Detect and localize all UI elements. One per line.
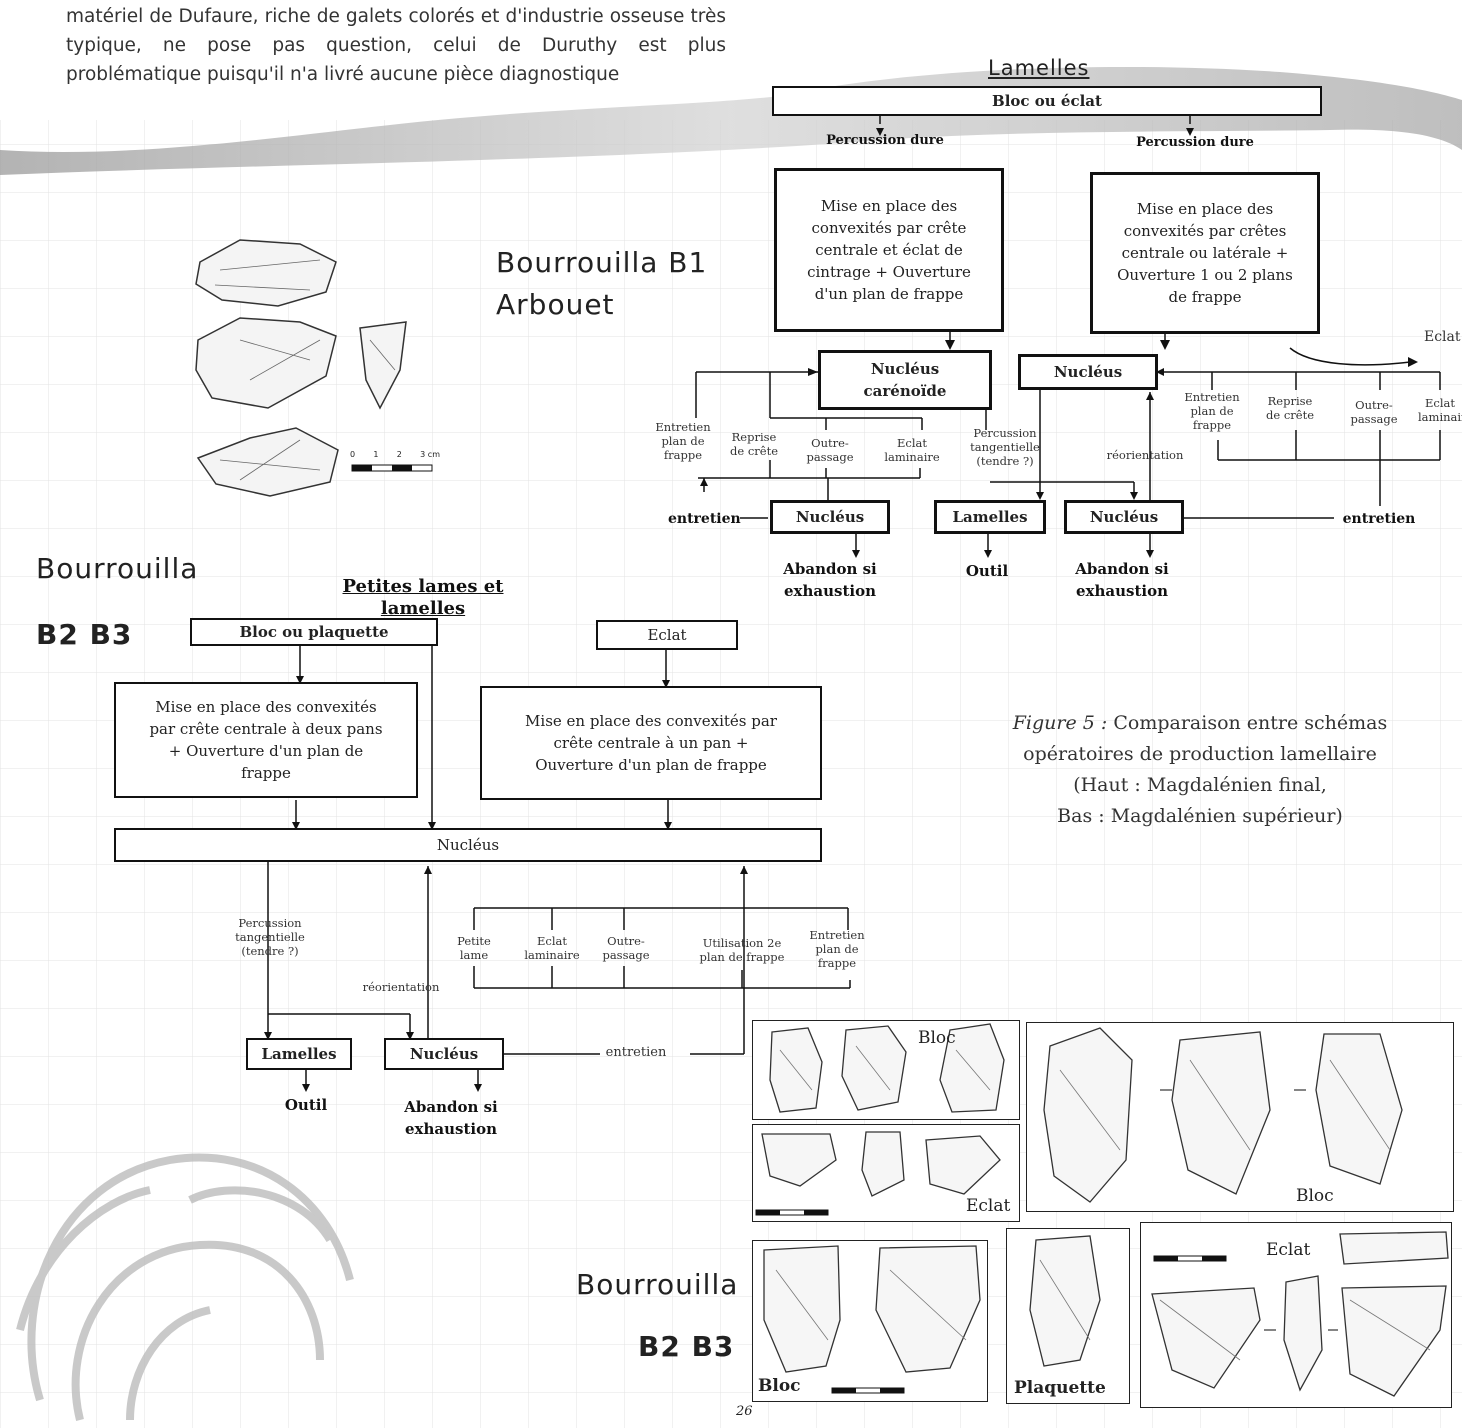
bottom-right-process-box: Mise en place des convexités par crête c… <box>480 686 822 800</box>
panel-label-eclat-1: Eclat <box>966 1196 1011 1216</box>
bottom-percussion-tangentielle: Percussion tangentielle (tendre ?) <box>235 916 305 958</box>
bottom-abandon: Abandon si exhaustion <box>404 1098 498 1138</box>
panel-label-bloc-3: Bloc <box>758 1376 801 1396</box>
top-percussion-tangentielle: Percussion tangentielle (tendre ?) <box>970 426 1040 468</box>
bottom-nucleus-bar: Nucléus <box>114 828 822 862</box>
bottom-maint-1: Petite lame <box>457 934 491 962</box>
top-entretien-left: entretien <box>668 511 741 527</box>
top-reorientation: réorientation <box>1106 448 1184 462</box>
bottom-outil: Outil <box>284 1096 328 1114</box>
panel-label-bloc-2: Bloc <box>1296 1186 1334 1206</box>
bottom-maint-5: Entretien plan de frappe <box>809 928 865 970</box>
top-abandon-right: Abandon si exhaustion <box>1075 560 1169 600</box>
bottom-start-right: Eclat <box>596 620 738 650</box>
top-percussion-right: Percussion dure <box>1136 135 1254 150</box>
bottom-nucleus-box: Nucléus <box>384 1038 504 1070</box>
top-left-maint-1: Entretien plan de frappe <box>655 420 711 462</box>
top-left-maint-4: Eclat laminaire <box>884 436 940 464</box>
top-right-maint-4: Eclat laminaire <box>1418 396 1462 424</box>
bottom-entretien: entretien <box>605 1045 667 1060</box>
top-percussion-left: Percussion dure <box>826 133 944 148</box>
top-outil: Outil <box>965 562 1009 580</box>
handwritten-arbouet: Arbouet <box>496 288 615 321</box>
top-right-process-box: Mise en place des convexités par crêtes … <box>1090 172 1320 334</box>
handwritten-bourrouilla-2: Bourrouilla <box>576 1268 739 1301</box>
bottom-maint-3: Outre-passage <box>602 934 650 962</box>
caption-line-4: Bas : Magdalénien supérieur) <box>1057 805 1343 827</box>
bottom-lamelles-box: Lamelles <box>246 1038 352 1070</box>
artifact-drawing-2 <box>195 317 337 409</box>
top-nucleus-bottom-right: Nucléus <box>1064 500 1184 534</box>
handwritten-bourrouilla: Bourrouilla <box>36 552 199 585</box>
top-nucleus-bottom-left: Nucléus <box>770 500 890 534</box>
panel-label-bloc-1: Bloc <box>918 1028 956 1048</box>
caption-line-1: Comparaison entre schémas <box>1113 712 1388 734</box>
top-right-maint-1: Entretien plan de frappe <box>1184 390 1240 432</box>
top-start-box: Bloc ou éclat <box>772 86 1322 116</box>
bottom-maint-4: Utilisation 2e plan de frappe <box>699 936 785 964</box>
bottom-reorientation: réorientation <box>362 980 440 994</box>
top-left-maint-3: Outre-passage <box>806 436 854 464</box>
top-left-maint-2: Reprise de crête <box>730 430 778 458</box>
bottom-maint-2: Eclat laminaire <box>524 934 580 962</box>
top-eclat-label: Eclat <box>1424 329 1461 345</box>
artifact-drawing-3 <box>359 321 407 410</box>
handwritten-bourrouilla-b1: Bourrouilla B1 <box>496 246 708 279</box>
handwritten-lamelles: Lamelles <box>988 56 1090 80</box>
top-right-maint-3: Outre-passage <box>1350 398 1398 426</box>
page-number: 26 <box>736 1404 753 1419</box>
top-entretien-right: entretien <box>1342 511 1416 527</box>
top-right-maint-2: Reprise de crête <box>1266 394 1314 422</box>
top-lamelles-box: Lamelles <box>934 500 1046 534</box>
top-abandon-left: Abandon si exhaustion <box>783 560 877 600</box>
caption-line-2: opératoires de production lamellaire <box>1023 743 1377 765</box>
panel-label-plaquette: Plaquette <box>1014 1378 1106 1398</box>
caption-line-3: (Haut : Magdalénien final, <box>1073 774 1327 796</box>
scale-bar-top <box>351 464 433 472</box>
scale-bars-panels <box>755 1209 1227 1394</box>
top-left-process-box: Mise en place des convexités par crête c… <box>774 168 1004 332</box>
bottom-start-left: Bloc ou plaquette <box>190 618 438 646</box>
figure-label: Figure 5 : <box>1012 712 1108 734</box>
artifact-drawing-4 <box>196 427 339 497</box>
watermark-logo <box>16 1153 354 1421</box>
top-nucleus-carenoide: Nucléus carénoïde <box>818 350 992 410</box>
figure-caption: Figure 5 : Comparaison entre schémas opé… <box>990 708 1410 832</box>
handwritten-b2-b3: B2 B3 <box>36 618 133 651</box>
intro-paragraph: matériel de Dufaure, riche de galets col… <box>66 6 726 85</box>
bottom-diagram-title: Petites lames et lamelles <box>342 576 504 619</box>
top-nucleus-right: Nucléus <box>1018 354 1158 390</box>
bottom-left-process-box: Mise en place des convexités par crête c… <box>114 682 418 798</box>
handwritten-b2-b3-2: B2 B3 <box>638 1330 735 1363</box>
panel-label-eclat-2: Eclat <box>1266 1240 1311 1260</box>
